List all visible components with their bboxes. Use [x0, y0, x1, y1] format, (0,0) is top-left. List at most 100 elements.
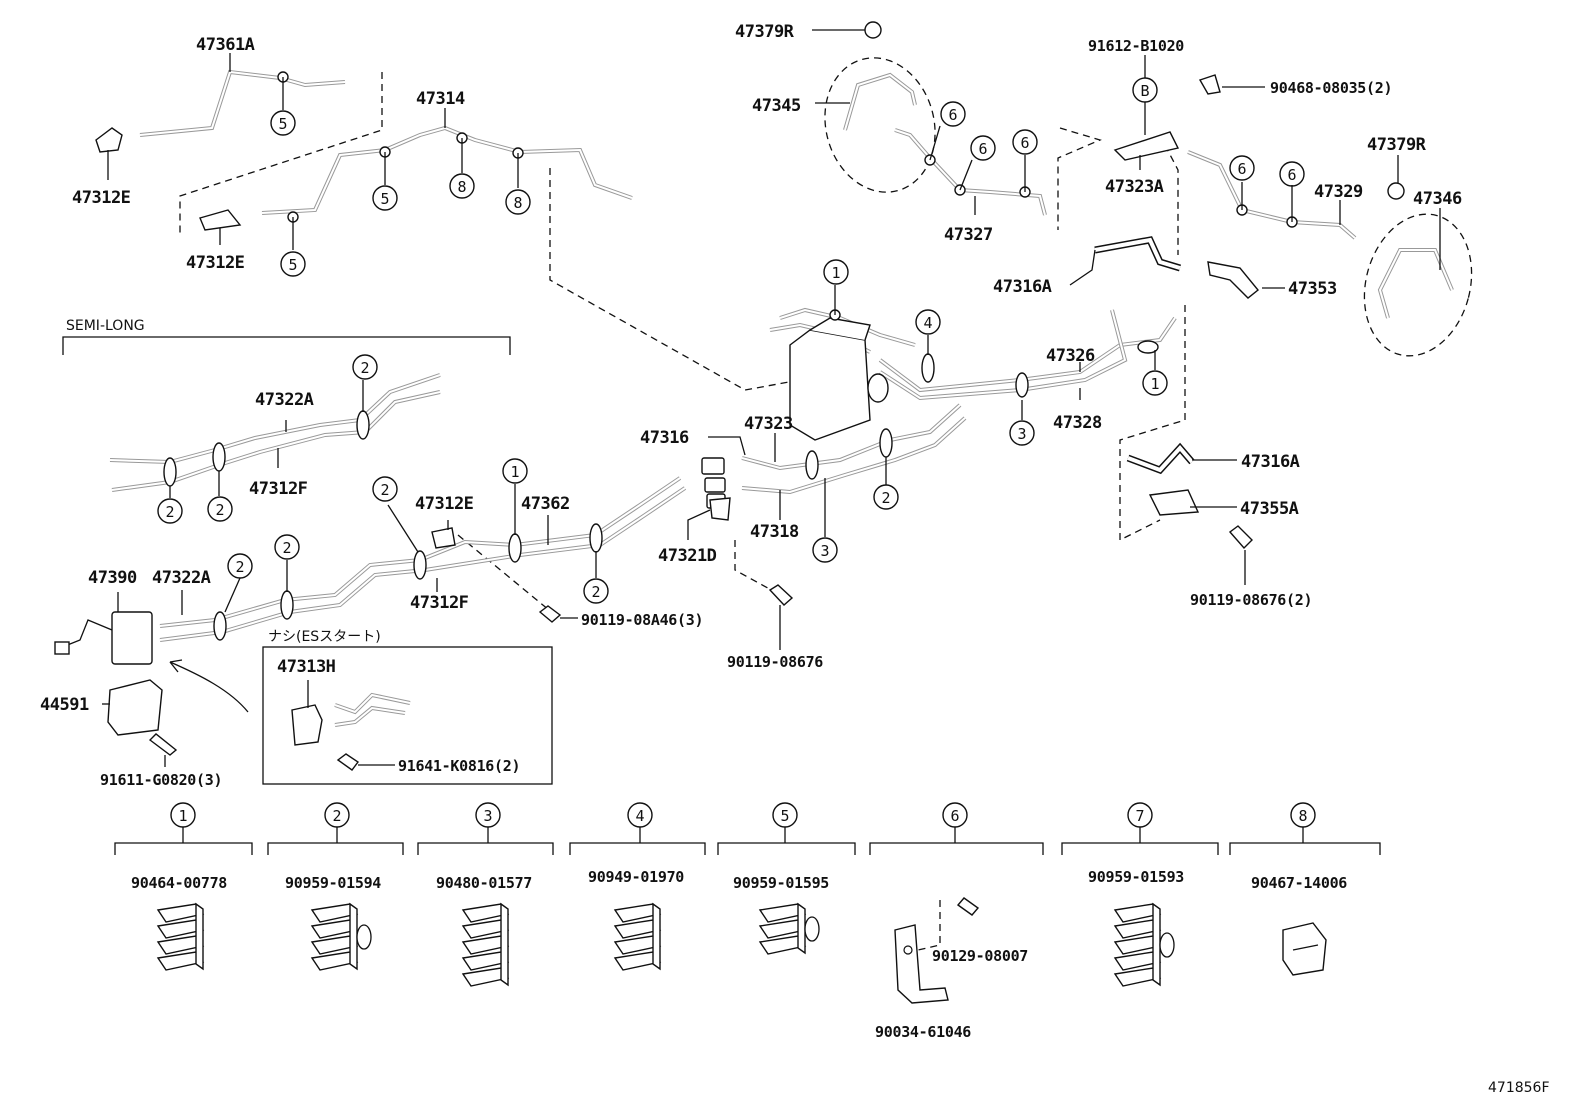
clip-catalog: 190464-00778290959-01594390480-015774909… [114, 802, 1381, 1041]
label-47314: 47314 [416, 89, 465, 109]
clip-part-number: 90464-00778 [131, 874, 227, 892]
bracket-44591 [107, 679, 163, 736]
label-91611-G0820: 91611-G0820(3) [100, 771, 222, 789]
label-47313H: 47313H [277, 657, 336, 677]
clip-part-number: 90467-14006 [1251, 874, 1347, 892]
svg-text:7: 7 [1135, 807, 1144, 825]
svg-text:2: 2 [235, 558, 244, 576]
svg-text:3: 3 [1017, 425, 1026, 443]
label-47379R-b: 47379R [1367, 135, 1427, 155]
circle-ref: 6 [940, 101, 966, 127]
circle-ref: 4 [915, 309, 941, 335]
clip-part-number: 90034-61046 [875, 1023, 971, 1041]
label-47346: 47346 [1413, 189, 1462, 209]
svg-text:6: 6 [950, 807, 959, 825]
label-47322A-b: 47322A [152, 568, 211, 588]
brackets [62, 336, 553, 785]
svg-text:3: 3 [820, 542, 829, 560]
svg-text:2: 2 [881, 489, 890, 507]
clip-part-number: 90959-01594 [285, 874, 381, 892]
circle-ref: 2 [207, 496, 233, 522]
bolt-90119-08676 [768, 584, 794, 606]
svg-text:2: 2 [380, 481, 389, 499]
svg-text:2: 2 [215, 501, 224, 519]
clip-47312e-a [95, 127, 123, 153]
svg-text:5: 5 [380, 190, 389, 208]
svg-text:5: 5 [780, 807, 789, 825]
clip-group-4: 4 90949-01970 [569, 802, 706, 971]
svg-text:2: 2 [591, 583, 600, 601]
leader-lines [102, 29, 1441, 767]
svg-text:1: 1 [831, 264, 840, 282]
svg-text:2: 2 [165, 503, 174, 521]
junction-block [701, 457, 725, 475]
label-47361A: 47361A [196, 35, 255, 55]
abs-actuator [789, 329, 871, 441]
label-47328: 47328 [1053, 413, 1102, 433]
svg-text:6: 6 [978, 140, 987, 158]
label-90468-08035: 90468-08035(2) [1270, 79, 1392, 97]
circle-ref: 2 [274, 534, 300, 560]
bracket-47321d [709, 497, 731, 521]
bracket-47353 [1207, 261, 1259, 299]
label-90119-08676: 90119-08676 [727, 653, 823, 671]
circle-ref: B [1132, 77, 1158, 103]
clip-sub-part-number: 90129-08007 [932, 947, 1028, 965]
circle-ref: 2 [157, 498, 183, 524]
label-47323: 47323 [744, 414, 793, 434]
label-47312E-b: 47312E [186, 253, 245, 273]
circle-ref: 8 [449, 173, 475, 199]
label-47316A-b: 47316A [1241, 452, 1300, 472]
svg-text:8: 8 [513, 194, 522, 212]
label-47362: 47362 [521, 494, 570, 514]
svg-text:1: 1 [1150, 375, 1159, 393]
label-44591: 44591 [40, 695, 89, 715]
svg-text:4: 4 [635, 807, 644, 825]
label-47379R-a: 47379R [735, 22, 795, 42]
svg-text:6: 6 [948, 106, 957, 124]
variant-note-label: ナシ(ESスタート) [268, 629, 381, 645]
clip-47312e-b [199, 209, 242, 231]
svg-text:2: 2 [332, 807, 341, 825]
label-90119-08676-2: 90119-08676(2) [1190, 591, 1312, 609]
label-47390: 47390 [88, 568, 137, 588]
svg-text:8: 8 [457, 178, 466, 196]
bolt-91641 [336, 753, 360, 771]
circle-ref: 6 [970, 135, 996, 161]
label-47329: 47329 [1314, 182, 1363, 202]
label-91641-K0816: 91641-K0816(2) [398, 757, 520, 775]
clip-47312e-c [431, 527, 456, 549]
semi-long-label: SEMI-LONG [66, 318, 145, 334]
svg-text:6: 6 [1287, 166, 1296, 184]
label-47326: 47326 [1046, 346, 1095, 366]
label-47323A: 47323A [1105, 177, 1164, 197]
clip-90468 [1198, 74, 1221, 95]
circle-ref: 6 [1012, 129, 1038, 155]
svg-text:8: 8 [1298, 807, 1307, 825]
svg-text:3: 3 [483, 807, 492, 825]
svg-text:4: 4 [923, 314, 932, 332]
circle-ref: 2 [227, 553, 253, 579]
svg-text:B: B [1140, 82, 1149, 100]
circle-ref: 8 [505, 189, 531, 215]
svg-text:5: 5 [278, 115, 287, 133]
circle-ref: 1 [1142, 370, 1168, 396]
grommet-47379r-b [1387, 182, 1405, 200]
parts [54, 21, 1405, 771]
circle-ref: 2 [873, 484, 899, 510]
label-47312F-b: 47312F [410, 593, 469, 613]
label-47353: 47353 [1288, 279, 1337, 299]
clip-part-number: 90949-01970 [588, 868, 684, 886]
label-47312E-c: 47312E [415, 494, 474, 514]
circle-ref: 2 [372, 476, 398, 502]
clip-group-8: 8 90467-14006 [1229, 802, 1381, 976]
label-47316A-a: 47316A [993, 277, 1052, 297]
circle-ref: 6 [1279, 161, 1305, 187]
label-47312F-a: 47312F [249, 479, 308, 499]
clip-group-2: 2 90959-01594 [267, 802, 404, 971]
circle-ref: 5 [372, 185, 398, 211]
label-90119-08A46: 90119-08A46(3) [581, 611, 703, 629]
